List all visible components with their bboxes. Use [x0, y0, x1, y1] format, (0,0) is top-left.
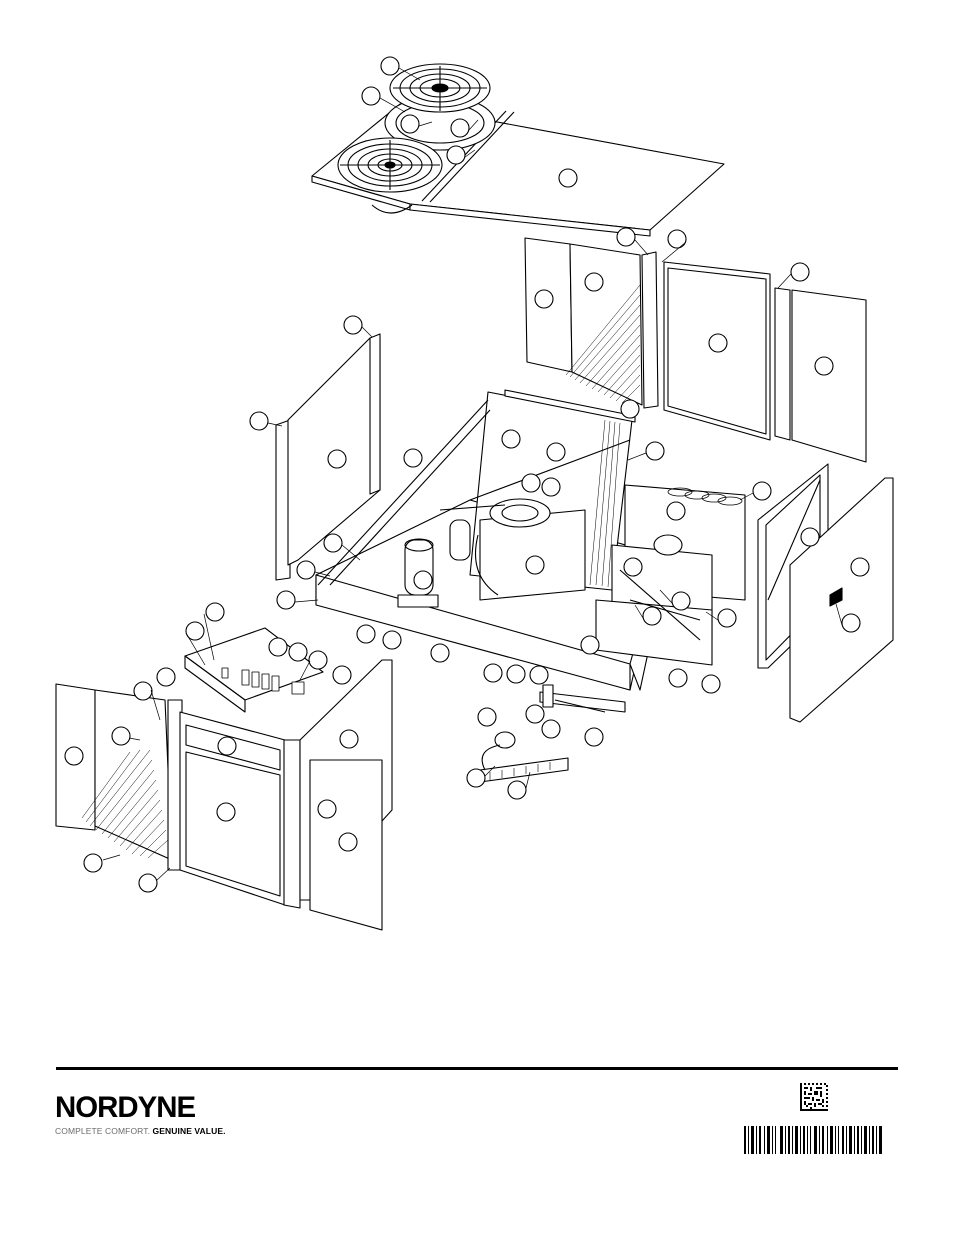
brand-logo-text: NORDYNE — [55, 1093, 222, 1123]
datamatrix-code-icon — [800, 1083, 828, 1111]
brand-tagline: COMPLETE COMFORT. GENUINE VALUE. — [55, 1126, 226, 1136]
barcode-icon — [744, 1126, 884, 1154]
burner-manifold — [540, 685, 625, 712]
brand-logo: NORDYNE COMPLETE COMFORT. GENUINE VALUE. — [55, 1093, 226, 1136]
burner-tube — [480, 732, 568, 782]
tagline-light: COMPLETE COMFORT. — [55, 1126, 150, 1136]
rear-grille-panel — [525, 238, 658, 408]
front-left-grille-panel — [56, 684, 172, 860]
fan-guard-front — [338, 138, 442, 192]
fan-guard-rear — [385, 64, 495, 150]
front-right-panel — [300, 660, 392, 930]
control-box — [185, 628, 323, 712]
rear-side-panel — [775, 288, 866, 462]
footer-rule — [56, 1067, 898, 1070]
front-right-post — [284, 740, 300, 908]
tagline-bold: GENUINE VALUE. — [153, 1126, 226, 1136]
